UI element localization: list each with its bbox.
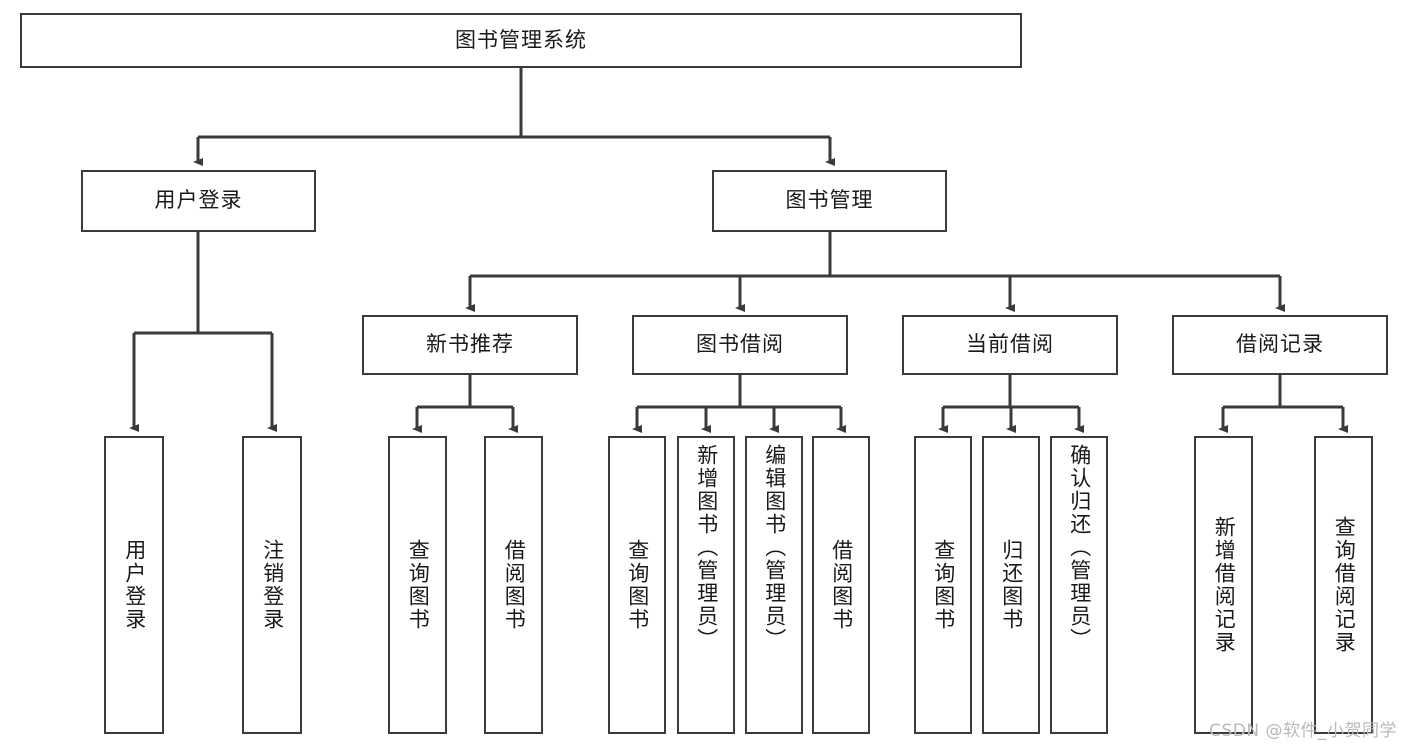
node-label: 查询借阅记录 xyxy=(1332,516,1357,654)
node-label: 新书推荐 xyxy=(426,332,514,357)
node-leaf-query-book-current[interactable]: 查询图书 xyxy=(914,436,972,734)
node-label: 用户登录 xyxy=(154,188,243,213)
node-leaf-add-borrow-record[interactable]: 新增借阅记录 xyxy=(1194,436,1253,734)
node-root-book-management-system[interactable]: 图书管理系统 xyxy=(20,13,1022,68)
node-leaf-add-book-admin[interactable]: 新增图书（管理员） xyxy=(677,436,735,734)
node-new-book-recommend[interactable]: 新书推荐 xyxy=(362,315,578,375)
node-leaf-logout[interactable]: 注销登录 xyxy=(242,436,302,734)
node-leaf-confirm-return-admin[interactable]: 确认归还（管理员） xyxy=(1050,436,1108,734)
watermark-text: CSDN @软件_小贺同学 xyxy=(1209,721,1397,741)
node-label: 查询图书 xyxy=(625,539,650,631)
node-leaf-query-book-borrow[interactable]: 查询图书 xyxy=(608,436,666,734)
node-label: 编辑图书（管理员） xyxy=(762,444,787,651)
node-label: 图书管理系统 xyxy=(455,27,587,52)
node-label: 查询图书 xyxy=(931,539,956,631)
node-label: 查询图书 xyxy=(406,539,431,631)
node-label: 当前借阅 xyxy=(966,332,1054,357)
node-label: 图书管理 xyxy=(785,188,874,213)
node-label: 借阅图书 xyxy=(502,539,527,631)
node-user-login[interactable]: 用户登录 xyxy=(81,170,316,232)
node-borrow-record[interactable]: 借阅记录 xyxy=(1172,315,1388,375)
node-leaf-query-book-recommend[interactable]: 查询图书 xyxy=(388,436,447,734)
node-leaf-borrow-book-recommend[interactable]: 借阅图书 xyxy=(484,436,543,734)
node-label: 新增图书（管理员） xyxy=(694,444,719,651)
node-leaf-user-login[interactable]: 用户登录 xyxy=(104,436,164,734)
node-leaf-return-book[interactable]: 归还图书 xyxy=(982,436,1040,734)
node-label: 用户登录 xyxy=(122,539,147,631)
node-label: 借阅图书 xyxy=(829,539,854,631)
node-current-borrow[interactable]: 当前借阅 xyxy=(902,315,1118,375)
node-leaf-query-borrow-record[interactable]: 查询借阅记录 xyxy=(1314,436,1373,734)
node-label: 图书借阅 xyxy=(696,332,784,357)
node-label: 确认归还（管理员） xyxy=(1067,444,1092,651)
node-leaf-borrow-book[interactable]: 借阅图书 xyxy=(812,436,870,734)
node-book-management[interactable]: 图书管理 xyxy=(712,170,947,232)
node-label: 归还图书 xyxy=(999,539,1024,631)
node-leaf-edit-book-admin[interactable]: 编辑图书（管理员） xyxy=(745,436,803,734)
node-label: 新增借阅记录 xyxy=(1212,516,1237,654)
node-label: 借阅记录 xyxy=(1236,332,1324,357)
node-book-borrow[interactable]: 图书借阅 xyxy=(632,315,848,375)
node-label: 注销登录 xyxy=(260,539,285,631)
